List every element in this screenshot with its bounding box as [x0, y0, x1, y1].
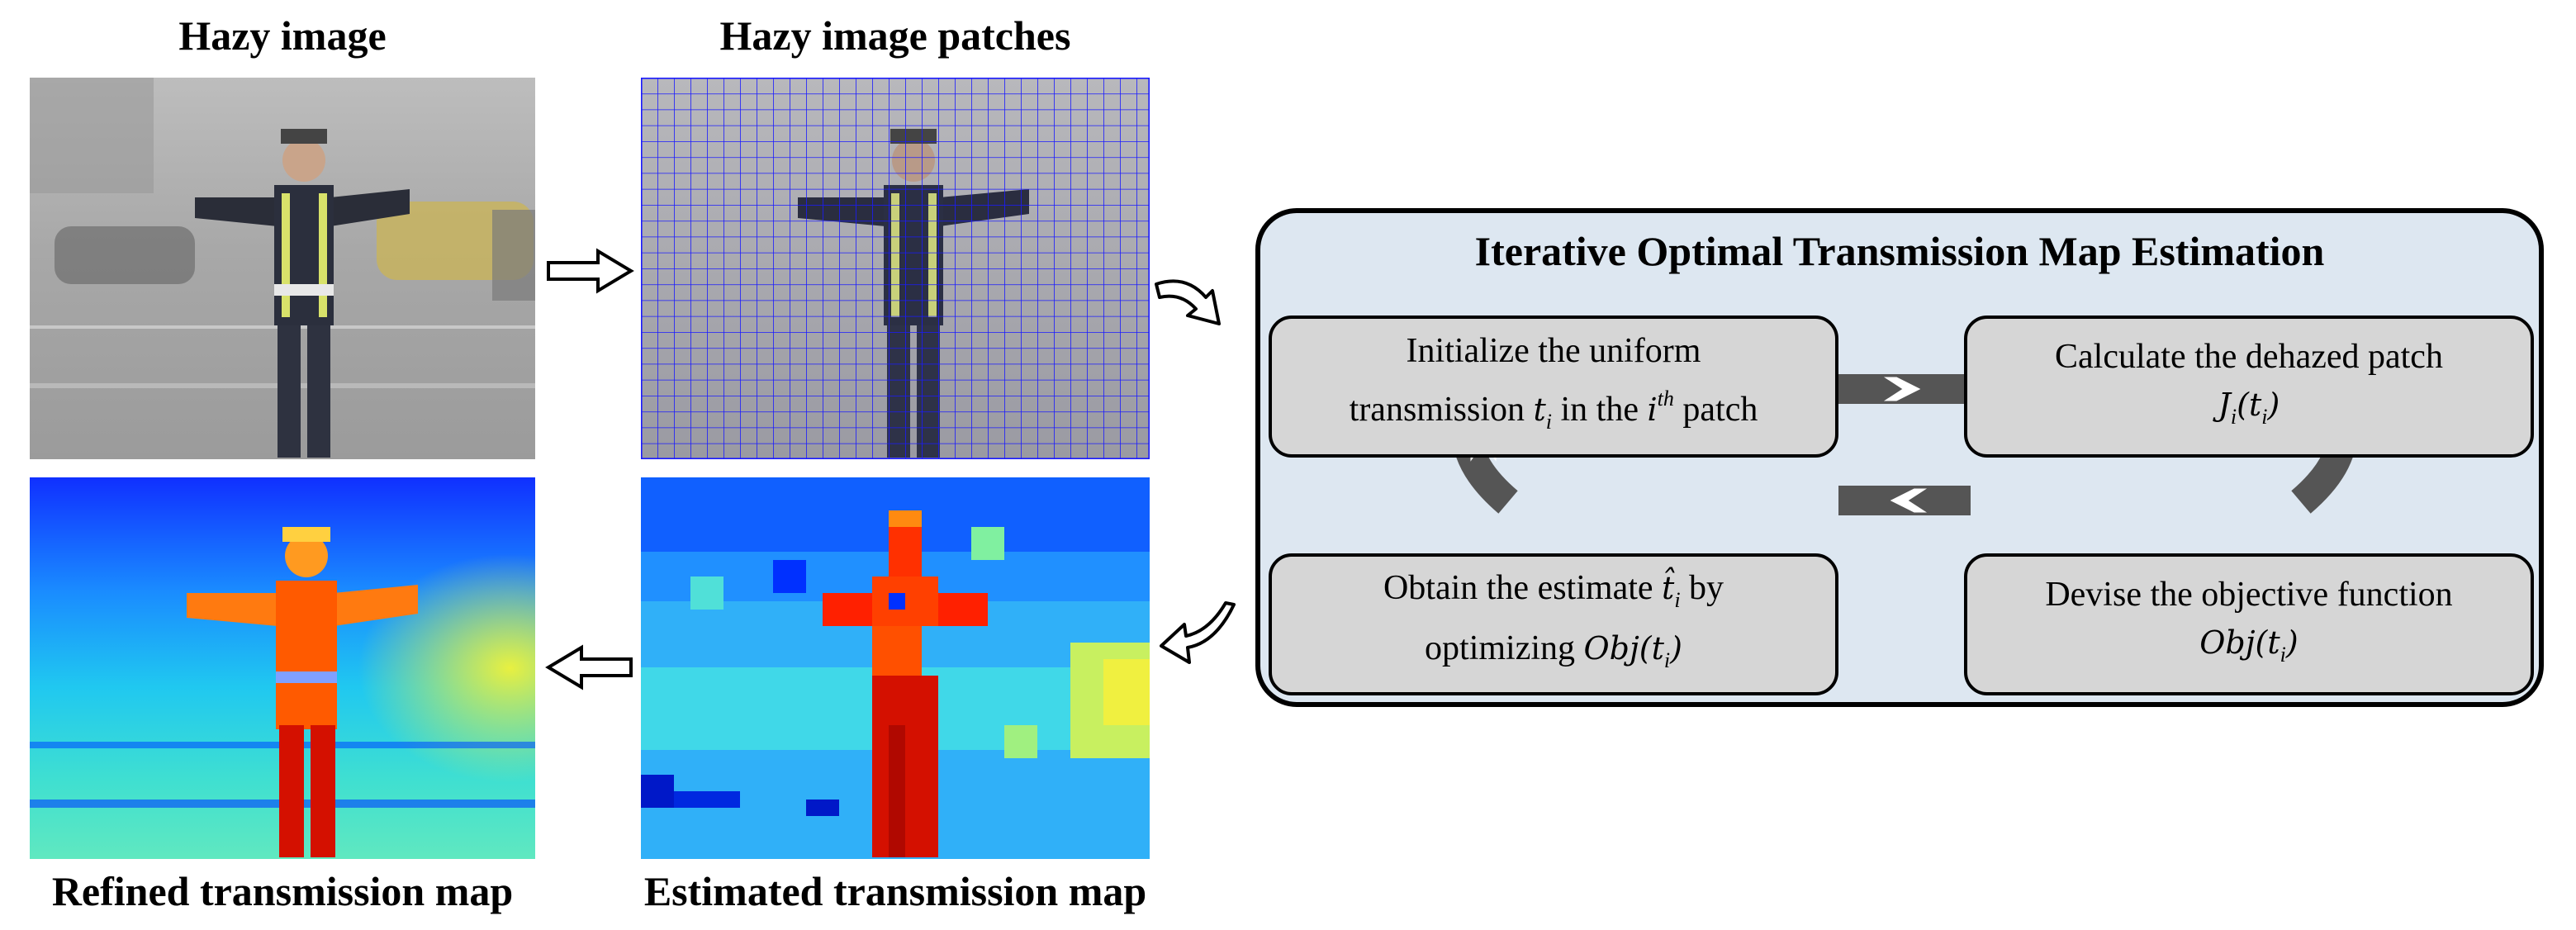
step-initialize-transmission: Initialize the uniform transmission ti i…	[1269, 316, 1838, 458]
refined-transmission-map	[30, 477, 535, 859]
step-devise-objective: Devise the objective function Obj(ti)	[1964, 553, 2534, 695]
estimated-transmission-map	[641, 477, 1150, 859]
step-objective-line1: Devise the objective function	[2045, 575, 2453, 614]
step-initialize-line1: Initialize the uniform	[1406, 332, 1701, 370]
hollow-right-arrow	[547, 248, 634, 294]
estimated-map-panel	[641, 477, 1150, 859]
step-calculate-dehazed-patch: Calculate the dehazed patch Ji(ti)	[1964, 316, 2534, 458]
curved-down-arrow	[1155, 279, 1221, 325]
caption-hazy-image: Hazy image	[178, 12, 387, 59]
chevron-left-icon	[1890, 488, 1928, 513]
step-obtain-estimate: Obtain the estimate t̂i by optimizing Ob…	[1269, 553, 1838, 695]
step-objective-formula: Obj(ti)	[2199, 624, 2298, 667]
caption-refined-map: Refined transmission map	[51, 868, 514, 914]
caption-hazy-patches: Hazy image patches	[719, 12, 1071, 59]
refined-map-panel	[30, 477, 535, 859]
iterative-estimation-box: Iterative Optimal Transmission Map Estim…	[1255, 208, 2544, 707]
step-obtain-line2: optimizing Obj(ti)	[1425, 629, 1682, 672]
iterative-estimation-title: Iterative Optimal Transmission Map Estim…	[1474, 228, 2325, 274]
hazy-image-panel	[30, 78, 535, 459]
hazy-patches-panel	[641, 78, 1150, 459]
caption-estimated-map: Estimated transmission map	[643, 868, 1147, 914]
step-initialize-line2: transmission ti in the ith patch	[1349, 387, 1758, 434]
hazy-image-patches	[641, 78, 1150, 459]
step-dehaze-line1: Calculate the dehazed patch	[2055, 337, 2443, 376]
step-obtain-line1: Obtain the estimate t̂i by	[1383, 569, 1724, 612]
step-dehaze-formula: Ji(ti)	[2218, 386, 2280, 429]
chevron-right-icon	[1883, 377, 1921, 401]
hazy-image	[30, 78, 535, 459]
curved-left-arrow	[1160, 601, 1236, 664]
hollow-left-arrow	[545, 644, 633, 690]
